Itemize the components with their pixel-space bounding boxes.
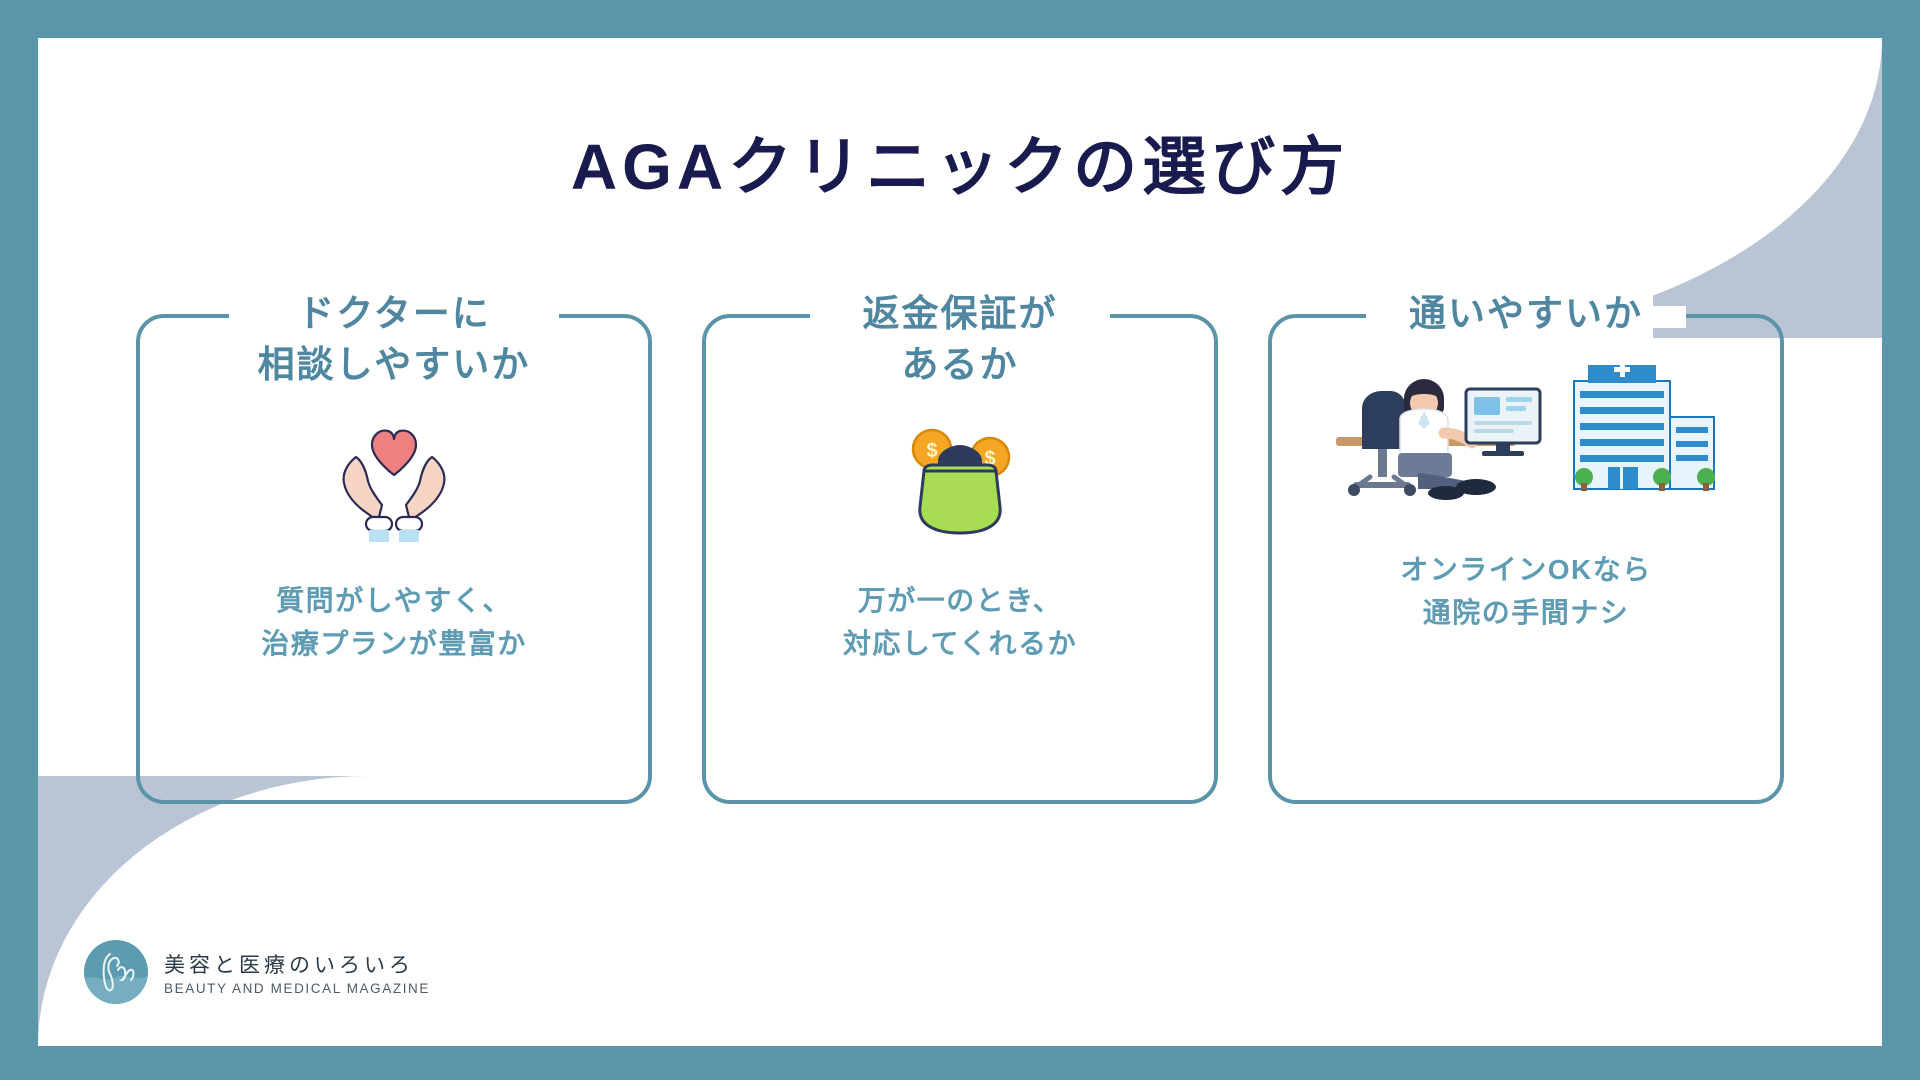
brand-name-jp: 美容と医療のいろいろ — [164, 952, 414, 977]
bm-monogram-logo — [84, 940, 148, 1004]
card-body-text: オンラインOKなら 通院の手間ナシ — [1400, 554, 1652, 628]
decoration-bottom-left — [38, 776, 368, 1046]
brand-text: 美容と医療のいろいろ BEAUTY AND MEDICAL MAGAZINE — [164, 949, 430, 996]
card-heading: ドクターに 相談しやすいか — [247, 288, 541, 391]
slide-canvas: AGAクリニックの選び方 ドクターに 相談しやすいか — [38, 38, 1882, 1046]
card-group: ドクターに 相談しやすいか 質問がしやすく、 治療プランが豊富か — [38, 288, 1882, 804]
page-title: AGAクリニックの選び方 — [570, 131, 1350, 203]
card-body-text: 万が一のとき、 対応してくれるか — [842, 585, 1078, 659]
coin-purse-icon: $ $ — [880, 404, 1040, 554]
hands-holding-heart-icon — [294, 404, 494, 554]
card-heading: 返金保証が あるか — [852, 288, 1068, 391]
footer-logo: 美容と医療のいろいろ BEAUTY AND MEDICAL MAGAZINE — [84, 940, 430, 1004]
svg-text:$: $ — [984, 448, 995, 470]
card-body-text: 質問がしやすく、 治療プランが豊富か — [261, 585, 527, 659]
online-doctor-clinic-icon — [1326, 363, 1726, 523]
brand-name-en: BEAUTY AND MEDICAL MAGAZINE — [164, 980, 430, 996]
svg-text:$: $ — [926, 440, 937, 462]
card-doctor-consultation: ドクターに 相談しやすいか 質問がしやすく、 治療プランが豊富か — [136, 288, 652, 804]
card-heading: 通いやすいか — [1399, 288, 1653, 340]
card-refund-guarantee: 返金保証が あるか $ $ 万が一のとき、 対応してくれるか — [702, 288, 1218, 804]
card-easy-access: 通いやすいか — [1268, 288, 1784, 804]
